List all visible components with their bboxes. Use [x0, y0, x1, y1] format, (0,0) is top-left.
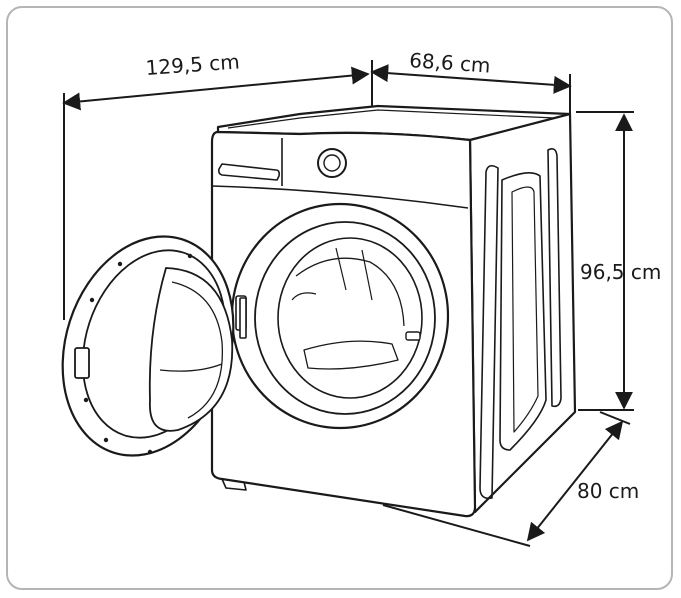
depth-top-label: 68,6 cm — [408, 48, 492, 78]
depth-bottom-label: 80 cm — [577, 479, 640, 503]
door-icon — [61, 235, 247, 457]
depth-bottom-ext-right — [599, 411, 631, 425]
depth-bottom-arrow — [526, 420, 624, 542]
width-label: 129,5 cm — [144, 49, 241, 80]
detergent-drawer — [218, 163, 280, 181]
depth-bottom-ext-left — [382, 504, 531, 547]
width-arrow — [62, 66, 370, 111]
dimension-lines — [62, 60, 634, 547]
depth-top-arrow — [370, 64, 572, 94]
height-label: 96,5 cm — [580, 260, 662, 284]
washing-machine-icon — [210, 104, 577, 518]
